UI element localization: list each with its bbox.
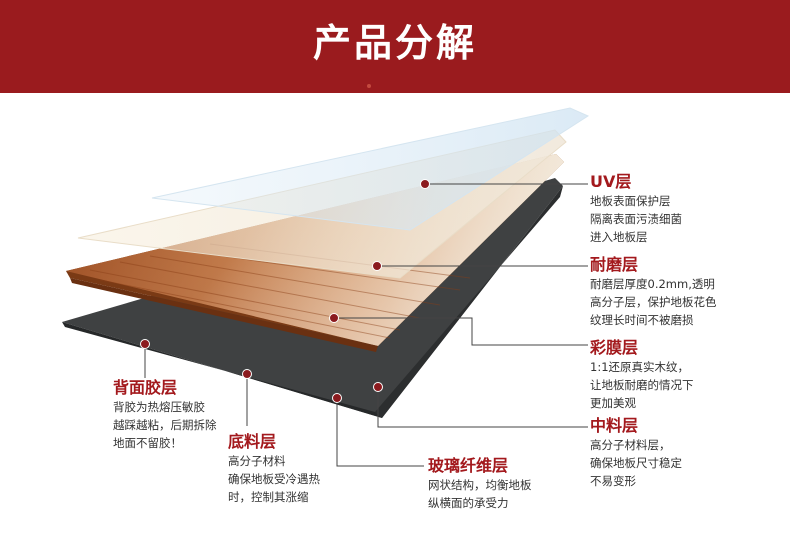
label-fiberglass-title: 玻璃纤维层 — [428, 456, 532, 476]
marker-fiberglass — [333, 394, 342, 403]
label-wear: 耐磨层 耐磨层厚度0.2mm,透明 高分子层，保护地板花色 纹理长时间不被磨损 — [590, 255, 717, 329]
label-backing-line: 背胶为热熔压敏胶 — [113, 398, 217, 416]
marker-base — [243, 370, 252, 379]
label-base: 底料层 高分子材料 确保地板受冷遇热 时，控制其涨缩 — [228, 432, 320, 506]
label-wear-line: 耐磨层厚度0.2mm,透明 — [590, 275, 717, 293]
label-core-title: 中料层 — [590, 416, 682, 436]
label-film-line: 1:1还原真实木纹， — [590, 358, 694, 376]
label-fiberglass-line: 网状结构，均衡地板 — [428, 476, 532, 494]
label-backing-line: 越踩越粘，后期拆除 — [113, 416, 217, 434]
label-fiberglass: 玻璃纤维层 网状结构，均衡地板 纵横面的承受力 — [428, 456, 532, 512]
marker-uv — [421, 180, 430, 189]
label-core-line: 高分子材料层， — [590, 436, 682, 454]
label-wear-title: 耐磨层 — [590, 255, 717, 275]
marker-backing — [141, 340, 150, 349]
label-backing-title: 背面胶层 — [113, 378, 217, 398]
label-film-line: 更加美观 — [590, 394, 694, 412]
label-uv-line: 地板表面保护层 — [590, 192, 682, 210]
label-fiberglass-line: 纵横面的承受力 — [428, 494, 532, 512]
marker-wear — [373, 262, 382, 271]
label-core: 中料层 高分子材料层， 确保地板尺寸稳定 不易变形 — [590, 416, 682, 490]
label-backing-line: 地面不留胶！ — [113, 434, 217, 452]
label-wear-line: 纹理长时间不被磨损 — [590, 311, 717, 329]
label-core-line: 确保地板尺寸稳定 — [590, 454, 682, 472]
label-uv-line: 隔离表面污渍细菌 — [590, 210, 682, 228]
label-backing: 背面胶层 背胶为热熔压敏胶 越踩越粘，后期拆除 地面不留胶！ — [113, 378, 217, 452]
label-core-line: 不易变形 — [590, 472, 682, 490]
label-base-line: 确保地板受冷遇热 — [228, 470, 320, 488]
marker-film — [330, 314, 339, 323]
label-base-line: 时，控制其涨缩 — [228, 488, 320, 506]
label-uv-line: 进入地板层 — [590, 228, 682, 246]
label-base-title: 底料层 — [228, 432, 320, 452]
marker-core — [374, 383, 383, 392]
label-base-line: 高分子材料 — [228, 452, 320, 470]
label-film-line: 让地板耐磨的情况下 — [590, 376, 694, 394]
label-wear-line: 高分子层，保护地板花色 — [590, 293, 717, 311]
label-uv: UV层 地板表面保护层 隔离表面污渍细菌 进入地板层 — [590, 172, 682, 246]
label-film-title: 彩膜层 — [590, 338, 694, 358]
label-uv-title: UV层 — [590, 172, 682, 192]
label-film: 彩膜层 1:1还原真实木纹， 让地板耐磨的情况下 更加美观 — [590, 338, 694, 412]
